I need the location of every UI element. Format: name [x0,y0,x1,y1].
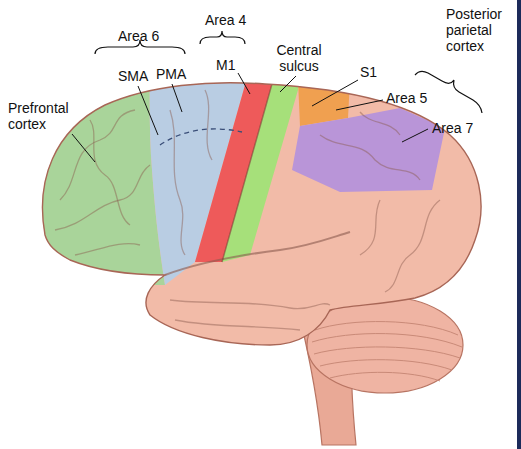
s1-region [222,0,300,262]
region-label: Area 6 [118,28,159,44]
sma-pma-boundary [160,129,242,145]
lateral-sulcus [165,232,350,275]
region-label: Area 4 [205,12,246,28]
cerebellum-folia [312,322,462,381]
region-label: Area 5 [386,90,427,106]
leader-line [336,100,383,110]
central-sulcus-line [222,84,272,262]
leader-line [402,129,428,142]
region-label: S1 [360,64,377,80]
leader-line [138,86,158,135]
area-7-region [292,108,445,192]
region-label: Central sulcus [268,42,330,74]
region-label: PMA [156,66,186,82]
region-label: Prefrontal cortex [8,100,86,132]
region-label: SMA [118,68,148,84]
region-label: M1 [216,57,235,73]
gyri [55,90,440,330]
prefrontal-region [0,0,165,285]
area-4-bracket [200,31,245,44]
leader-line [238,73,250,94]
leader-line [312,80,358,106]
region-label: Posterior parietal cortex [446,6,516,54]
leader-line [280,76,296,92]
cerebellum [307,297,463,393]
leader-line [72,134,95,162]
leader-line [172,84,182,112]
region-label: Area 7 [432,120,473,136]
frame-edge [517,0,521,449]
cerebrum-outline [43,83,482,345]
